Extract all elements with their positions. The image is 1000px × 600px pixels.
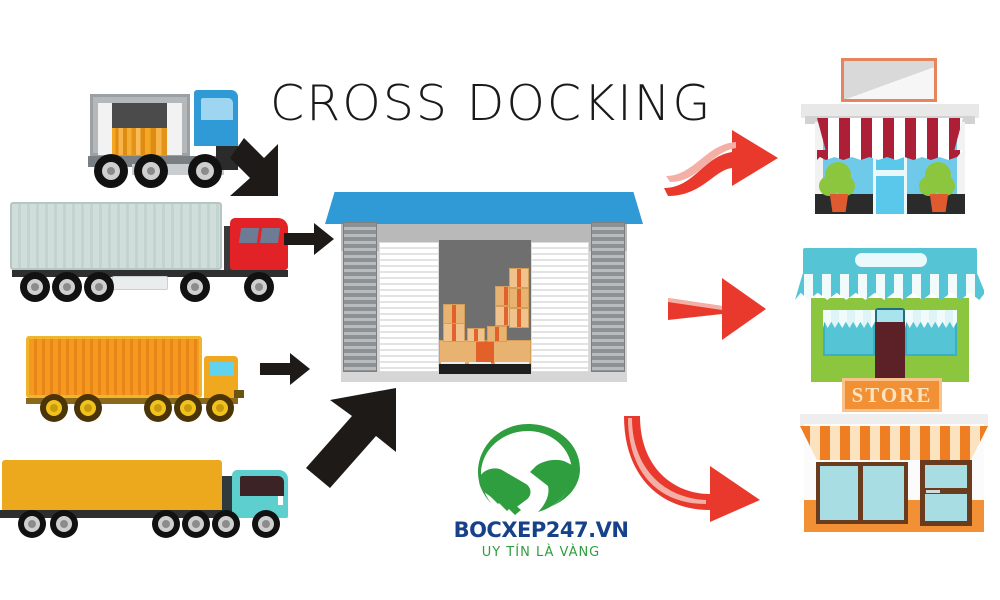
inbound-vehicle-4 [0,448,310,540]
store-door-bar [873,170,907,176]
store-window-mullion [858,462,863,524]
warehouse-dock-floor [439,364,531,374]
truck-wheel [206,394,234,422]
store-door-handle [926,490,940,493]
warehouse-shutter-left [379,242,439,372]
cab-window [240,476,284,496]
trailer-wheel [84,272,114,302]
arrow-down-right-icon [230,138,278,196]
arrow-right-icon [668,278,766,340]
cargo-box [509,288,529,308]
plant-pot-icon [829,194,849,212]
arrow-curve-down-right-icon [624,416,760,522]
arrow-right-icon [260,353,310,385]
truck-container [26,336,202,398]
store-window-shade [905,310,957,328]
store-awning [795,274,985,300]
outbound-store-1 [795,58,985,218]
arrow-right-icon [284,223,334,255]
cargo-box [467,328,485,342]
store-awning-scallop [817,150,963,160]
truck-rail [26,398,238,404]
cargo-box [509,308,529,328]
trailer-container [10,202,222,270]
brand-name: BOCXEP247.VN [453,518,629,542]
cab-door-line [278,496,283,505]
store-door-bar [920,488,972,494]
cargo-box [487,326,507,342]
inbound-vehicle-2 [2,196,292,304]
warehouse-loading-bay [439,240,531,372]
handshake-circle-icon [478,424,580,515]
page-title: CROSS DOCKING [270,75,713,132]
plant-pot-icon [929,194,949,212]
warehouse-shutter-right [531,242,589,372]
truck-fuel-box [216,146,238,170]
truck-bumper [234,390,244,398]
trailer-wheel [18,510,46,538]
truck-wheel [40,394,68,422]
trailer-body [2,460,222,512]
outbound-store-3: STORE [798,378,990,538]
trailer-wheel [50,510,78,538]
store-cornice [801,104,979,118]
cab-window [238,228,260,243]
cross-dock-warehouse [325,192,643,392]
outbound-store-2 [795,248,985,390]
brand-tagline: UY TÍN LÀ VÀNG [481,545,601,560]
store-signboard [842,378,942,412]
trailer-rail [0,510,238,518]
store-door-window [877,310,903,324]
trailer-fuel-tank [112,276,168,290]
store-window-shade [823,310,875,328]
store-cornice [800,414,988,426]
plant-leaf-icon [835,176,855,196]
trailer-wheel [212,510,240,538]
tractor-wheel [244,272,274,302]
store-signboard-glass [844,61,934,99]
cargo-box [509,268,529,288]
inbound-vehicle-1 [36,78,238,188]
truck-chassis-lower [132,164,224,175]
store-door[interactable] [875,322,905,382]
cab-window [259,228,281,243]
trailer-wheel [182,510,210,538]
truck-wheel [74,394,102,422]
truck-window [201,98,233,120]
container-cargo [112,128,167,155]
cargo-box [443,322,465,342]
trailer-wheel [20,272,50,302]
truck-wheel [174,394,202,422]
cab-window [210,362,234,376]
warehouse-roof [325,192,643,224]
trailer-wheel [152,510,180,538]
truck-wheel [134,154,168,188]
tractor-wheel [252,510,280,538]
trailer-wheel [52,272,82,302]
plant-leaf-icon [935,176,955,196]
plant-leaf-icon [819,176,839,196]
plant-leaf-icon [919,176,939,196]
truck-wheel [94,154,128,188]
arrow-curve-up-right-icon [664,130,778,196]
truck-wheel [188,154,222,188]
store-awning [817,118,963,156]
inbound-vehicle-3 [16,330,256,422]
truck-wheel [144,394,172,422]
cargo-box [443,304,465,324]
store-sign-label: STORE [851,383,933,407]
cargo-box [439,340,531,364]
brand-logo: BOCXEP247.VN UY TÍN LÀ VÀNG [446,422,636,562]
tractor-wheel [180,272,210,302]
store-awning [800,426,988,460]
trailer-rail [12,270,288,277]
arrow-up-right-icon [306,388,396,488]
warehouse-pillar-left [343,222,377,372]
warehouse-pillar-right [591,222,625,372]
store-signboard [855,253,927,267]
